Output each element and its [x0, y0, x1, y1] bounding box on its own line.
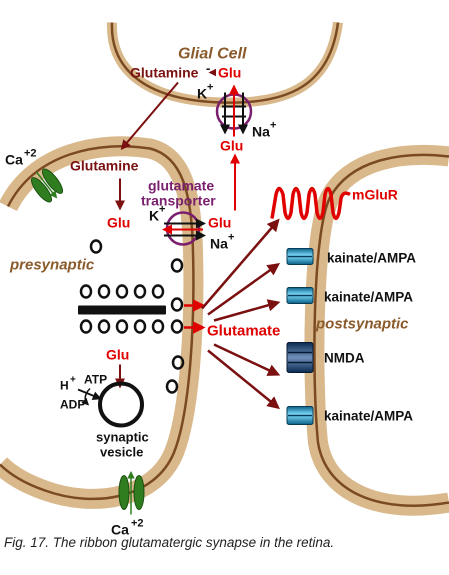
glu-presynaptic-label: Glu: [107, 215, 130, 231]
glial-cell-membrane: [106, 21, 343, 108]
calcium-top-charge: +2: [24, 148, 37, 160]
na-transporter-label: Na: [210, 236, 228, 252]
glutamate-label: Glutamate: [207, 323, 280, 340]
atp-hydrolysis-arrow: [81, 387, 91, 406]
kainate-ampa-label-1: kainate/AMPA: [327, 251, 416, 266]
glial-glutamate-transporter: [215, 84, 253, 137]
mglur-label: mGluR: [352, 187, 398, 203]
k-glial-charge: +: [207, 82, 213, 94]
synaptic-vesicle-label-line2: vesicle: [100, 445, 143, 460]
calcium-top-label: Ca: [5, 152, 23, 168]
nmda-receptor: [286, 342, 314, 373]
na-transporter-charge: +: [228, 232, 234, 244]
nmda-label: NMDA: [324, 351, 365, 366]
calcium-channel-top: [30, 168, 64, 203]
synaptic-vesicle-label-line1: synaptic: [96, 430, 149, 445]
kainate-ampa-receptor-1: [286, 248, 314, 265]
glu-vesicle-label: Glu: [106, 347, 129, 363]
kainate-ampa-receptor-2: [286, 287, 314, 304]
k-transporter-charge: +: [159, 204, 165, 216]
synaptic-ribbon: [78, 305, 166, 315]
glutamine-glial-charge: -: [206, 61, 210, 76]
adp-label: ADP: [60, 398, 85, 412]
kainate-ampa-label-3: kainate/AMPA: [324, 409, 413, 424]
proton-pump-arrow: [77, 388, 102, 400]
calcium-channel-bottom: [118, 471, 145, 515]
hydrogen-charge: +: [70, 375, 76, 386]
postsynaptic-label: postsynaptic: [315, 316, 409, 333]
k-transporter-label: K: [149, 208, 159, 224]
glu-glial-bottom-label: Glu: [220, 138, 243, 154]
glutamine-presynaptic-label: Glutamine: [70, 158, 139, 174]
glutamine-glial-label: Glutamine: [130, 65, 199, 81]
presynaptic-label: presynaptic: [9, 257, 95, 274]
kainate-ampa-label-2: kainate/AMPA: [324, 290, 413, 305]
k-glial-label: K: [197, 86, 207, 102]
calcium-bottom-label: Ca: [111, 522, 129, 538]
glu-glial-top-label: Glu: [218, 65, 241, 81]
glutamine-transfer-arrow: [120, 81, 179, 151]
calcium-bottom-charge: +2: [131, 518, 144, 530]
na-glial-label: Na: [252, 124, 270, 140]
figure-caption: Fig. 17. The ribbon glutamatergic synaps…: [4, 535, 335, 550]
na-glial-charge: +: [270, 120, 276, 132]
kainate-ampa-receptor-3: [286, 406, 314, 425]
glial-cell-label: Glial Cell: [178, 46, 247, 63]
transporter-label-line2: transporter: [141, 193, 216, 209]
hydrogen-label: H: [60, 379, 69, 393]
synaptic-vesicle: [98, 381, 144, 428]
presynaptic-glutamate-transporter: [162, 211, 206, 246]
atp-label: ATP: [84, 373, 107, 387]
mglur-receptor: [270, 186, 351, 221]
glutamate-to-receptor-arrows: [201, 218, 281, 410]
transporter-label-line1: glutamate: [148, 178, 214, 194]
glu-transporter-label: Glu: [208, 215, 231, 231]
vesicle-pool: [79, 239, 185, 394]
